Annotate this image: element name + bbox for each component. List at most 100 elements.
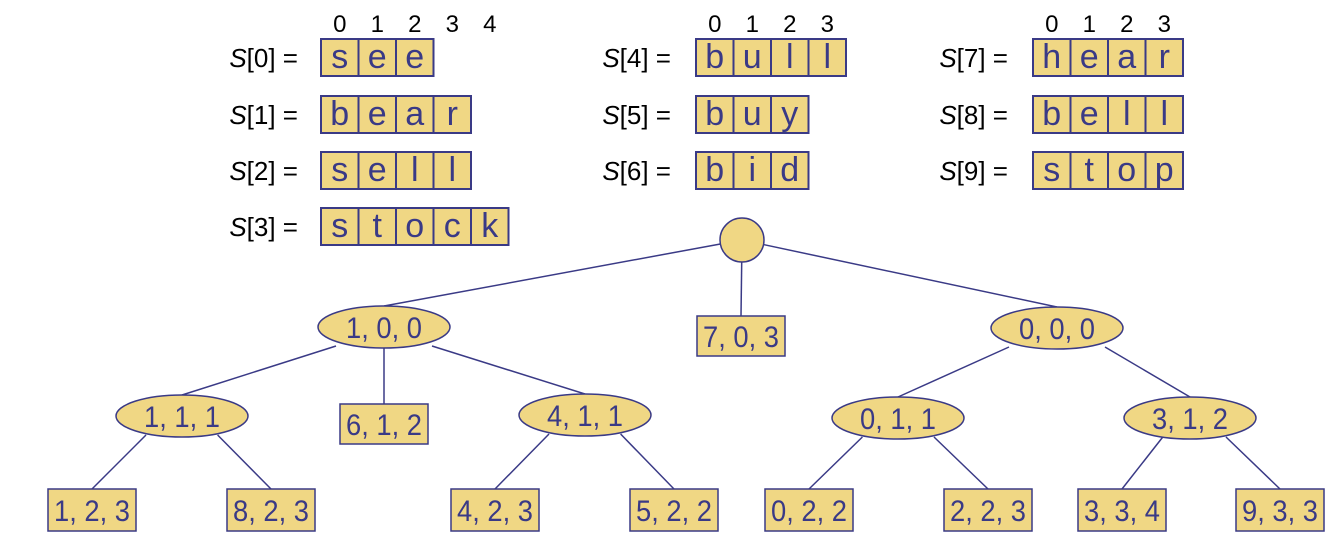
- tree-internal-node: 1, 0, 0: [317, 305, 451, 349]
- node-label: 7, 0, 3: [703, 321, 779, 354]
- index-header: 2: [783, 11, 796, 38]
- tree-edge: [217, 434, 272, 490]
- node-ellipse: [115, 394, 249, 438]
- index-header: 4: [483, 11, 496, 38]
- node-label: 2, 2, 3: [950, 495, 1026, 528]
- string-label-var: S: [602, 43, 620, 73]
- char-cell: e: [368, 95, 387, 133]
- string-label: S[5] =: [602, 100, 671, 130]
- string-box: [695, 95, 810, 134]
- tree-edge: [1121, 436, 1164, 490]
- index-header: 2: [408, 11, 421, 38]
- tree-leaf-node: 3, 3, 4: [1077, 488, 1167, 532]
- tree-edge: [383, 243, 721, 307]
- node-label: 4, 2, 3: [457, 495, 533, 528]
- tree-leaf-node: 5, 2, 2: [629, 488, 719, 532]
- char-cell: l: [1160, 95, 1168, 133]
- string-label: S[3] =: [229, 212, 298, 242]
- char-cell: i: [748, 151, 756, 189]
- tree-edges: [91, 243, 1281, 490]
- char-cell: e: [368, 38, 387, 76]
- char-cell: e: [405, 38, 424, 76]
- string-label-var: S: [939, 156, 957, 186]
- node-label: 3, 3, 4: [1084, 495, 1160, 528]
- index-header: 3: [446, 11, 459, 38]
- string-box: [320, 38, 435, 77]
- string-label-index: [4] =: [620, 43, 671, 73]
- string-label-var: S: [229, 43, 247, 73]
- char-cell: d: [780, 151, 799, 189]
- char-cell: l: [1123, 95, 1131, 133]
- node-ellipse: [990, 306, 1124, 350]
- string-label: S[0] =: [229, 43, 298, 73]
- char-cell: s: [331, 38, 348, 76]
- char-cell: b: [330, 95, 349, 133]
- string-label: S[4] =: [602, 43, 671, 73]
- string-box: [695, 151, 810, 190]
- node-label: 0, 0, 0: [1019, 313, 1095, 346]
- node-rect: [47, 488, 137, 532]
- node-label: 3, 1, 2: [1152, 403, 1228, 436]
- string-box: [320, 207, 510, 246]
- index-header: 1: [1083, 11, 1096, 38]
- node-label: 1, 1, 1: [144, 401, 220, 434]
- tree-edge: [494, 433, 550, 490]
- char-cell: u: [743, 38, 762, 76]
- char-cell: y: [781, 95, 798, 133]
- tree-internal-node: 3, 1, 2: [1123, 396, 1257, 440]
- string-label-index: [8] =: [957, 100, 1008, 130]
- string-label-var: S: [602, 100, 620, 130]
- index-header: 3: [1158, 11, 1171, 38]
- tree-edge: [808, 436, 863, 490]
- string-label-var: S: [602, 156, 620, 186]
- index-header: 0: [708, 11, 721, 38]
- string-label-var: S: [939, 100, 957, 130]
- node-rect: [764, 488, 854, 532]
- string-label-index: [9] =: [957, 156, 1008, 186]
- tree-root-node: [719, 217, 765, 263]
- string-label: S[7] =: [939, 43, 1008, 73]
- char-cell: a: [1117, 38, 1136, 76]
- tree-leaf-node: 4, 2, 3: [450, 488, 540, 532]
- node-rect: [943, 488, 1033, 532]
- string-label-var: S: [939, 43, 957, 73]
- char-cell: h: [1042, 38, 1061, 76]
- char-cell: r: [1159, 38, 1170, 76]
- char-cell: e: [1080, 38, 1099, 76]
- tree-leaf-node: 6, 1, 2: [339, 403, 429, 445]
- string-label-var: S: [229, 212, 247, 242]
- tree-leaf-node: 7, 0, 3: [696, 315, 786, 357]
- tree-edge: [431, 345, 586, 395]
- node-ellipse: [831, 396, 965, 440]
- node-rect: [1235, 488, 1325, 532]
- tree-internal-node: 1, 1, 1: [115, 394, 249, 438]
- tree-edge: [763, 243, 1058, 308]
- tree-leaf-node: 8, 2, 3: [226, 488, 316, 532]
- index-header: 1: [746, 11, 759, 38]
- tree-internal-node: 0, 0, 0: [990, 306, 1124, 350]
- char-cell: k: [481, 207, 499, 245]
- string-label: S[9] =: [939, 156, 1008, 186]
- char-cell: e: [368, 151, 387, 189]
- char-cell: l: [786, 38, 794, 76]
- tree-internal-node: 0, 1, 1: [831, 396, 965, 440]
- char-cell: t: [373, 207, 383, 245]
- index-header: 1: [371, 11, 384, 38]
- char-cell: u: [743, 95, 762, 133]
- char-cell: o: [405, 207, 424, 245]
- string-label-index: [0] =: [247, 43, 298, 73]
- char-cell: s: [331, 207, 348, 245]
- char-cell: p: [1155, 151, 1174, 189]
